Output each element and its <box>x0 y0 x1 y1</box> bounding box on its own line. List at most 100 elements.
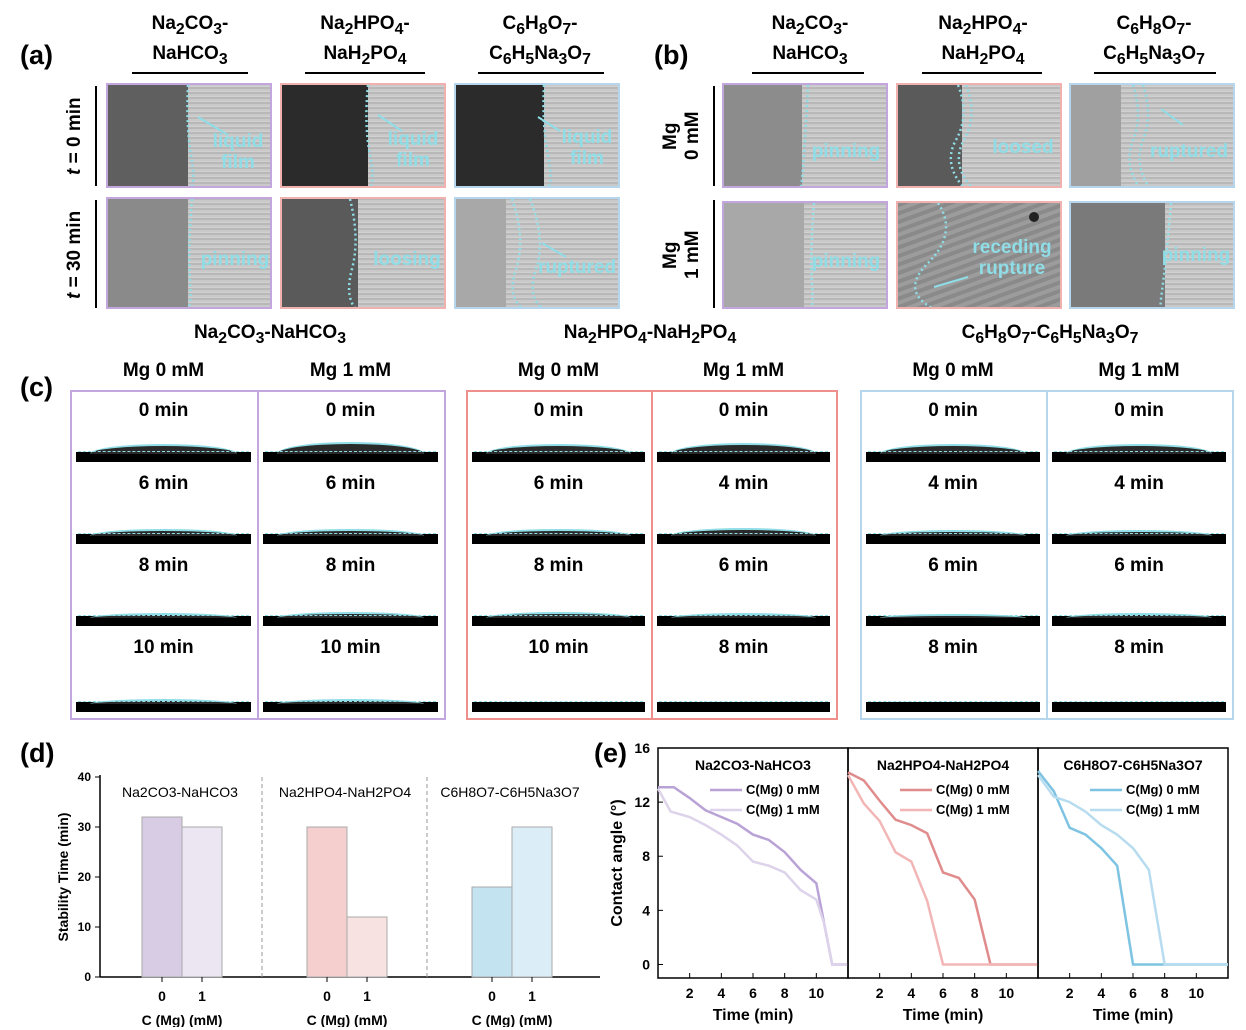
group-label: Na2HPO4-NaH2PO4 <box>279 784 411 800</box>
micrograph-label: loosing <box>373 249 441 270</box>
panel-c-group-title-3: C6H8O7-C6H5Na3O7 <box>961 322 1139 347</box>
baseline <box>1054 533 1224 534</box>
time-label: 0 min <box>325 400 376 421</box>
x-axis-label: C (Mg) (mM) <box>307 1012 388 1027</box>
substrate <box>263 702 438 712</box>
baseline <box>659 615 828 616</box>
baseline <box>265 533 436 534</box>
x-tick-label: 1 <box>363 988 371 1004</box>
baseline <box>265 701 436 702</box>
micrograph: liquid film <box>106 83 272 188</box>
y-tick-label: 4 <box>642 902 650 918</box>
legend-label: C(Mg) 0 mM <box>1126 782 1200 797</box>
time-label: 0 min <box>718 400 769 421</box>
y-tick-label: 20 <box>78 870 92 884</box>
divider <box>132 72 248 74</box>
panel-a-col-header-2: Na2HPO4-NaH2PO4 <box>320 13 410 68</box>
substrate <box>1052 616 1226 626</box>
droplet <box>671 528 816 536</box>
divider <box>95 86 97 186</box>
baseline <box>474 533 643 534</box>
legend-label: C(Mg) 0 mM <box>936 782 1010 797</box>
y-tick-label: 16 <box>634 740 650 756</box>
mg-concentration-label: Mg 1 mM <box>1098 360 1180 381</box>
micrograph-label: ruptured <box>1149 141 1229 162</box>
divider <box>478 72 604 74</box>
substrate <box>263 616 438 626</box>
time-label: 0 min <box>1114 400 1164 421</box>
substrate <box>657 616 830 626</box>
droplet <box>90 444 237 454</box>
micrograph: pinning <box>722 201 888 309</box>
divider <box>713 200 715 308</box>
subplot-title: Na2HPO4-NaH2PO4 <box>877 757 1009 773</box>
x-tick-label: 8 <box>971 985 979 1001</box>
micrograph: pinning <box>722 83 888 188</box>
micrograph-label: receding rupture <box>972 237 1052 279</box>
time-label: 0 min <box>533 400 584 421</box>
x-tick-label: 6 <box>749 985 757 1001</box>
y-tick-label: 30 <box>78 820 92 834</box>
x-axis-label: Time (min) <box>1093 1007 1174 1024</box>
baseline <box>1054 451 1224 452</box>
droplet <box>277 529 424 536</box>
mg-concentration-label: Mg 0 mM <box>912 360 994 381</box>
micrograph-label: liquid film <box>387 129 439 171</box>
divider <box>752 72 864 74</box>
mg-concentration-label: Mg 1 mM <box>702 360 785 381</box>
legend-label: C(Mg) 1 mM <box>746 802 820 817</box>
droplet <box>671 443 816 454</box>
x-tick-label: 8 <box>1161 985 1169 1001</box>
group-label: Na2CO3-NaHCO3 <box>122 784 238 800</box>
x-tick-label: 10 <box>999 985 1015 1001</box>
time-label: 4 min <box>718 473 769 494</box>
panel-a-col-header-1: Na2CO3-NaHCO3 <box>151 13 229 68</box>
x-tick-label: 10 <box>1189 985 1205 1001</box>
divider <box>1046 390 1048 720</box>
y-tick-label: 8 <box>642 848 650 864</box>
baseline <box>265 451 436 452</box>
mg-concentration-label: Mg 0 mM <box>122 360 205 381</box>
substrate <box>1052 452 1226 462</box>
substrate <box>1052 702 1226 712</box>
micrograph: liquid film <box>454 83 620 188</box>
subplot-title: C6H8O7-C6H5Na3O7 <box>1063 757 1202 773</box>
divider <box>257 390 259 720</box>
divider <box>305 72 425 74</box>
time-label: 8 min <box>138 555 189 576</box>
micrograph-label: liquid film <box>561 127 613 169</box>
substrate <box>472 702 645 712</box>
time-label: 6 min <box>928 555 978 576</box>
substrate <box>76 534 251 544</box>
micrograph: liquid film <box>280 83 446 188</box>
baseline <box>78 533 249 534</box>
time-label: 10 min <box>528 637 589 658</box>
micrograph-label: pinning <box>811 251 881 272</box>
divider <box>1094 72 1216 74</box>
y-tick-label: 10 <box>78 920 92 934</box>
x-tick-label: 4 <box>717 985 725 1001</box>
mg-concentration-label: Mg 0 mM <box>517 360 600 381</box>
panel-c-letter: (c) <box>20 372 53 402</box>
baseline <box>265 615 436 616</box>
panel-b-col-header-3: C6H8O7-C6H5Na3O7 <box>1103 13 1205 68</box>
series-line <box>846 774 1038 966</box>
subplot-title: Na2CO3-NaHCO3 <box>695 757 811 773</box>
panel-a-letter: (a) <box>20 40 53 70</box>
panel-a-col-header-3: C6H8O7-C6H5Na3O7 <box>489 13 591 68</box>
substrate <box>472 616 645 626</box>
droplet <box>880 444 1026 454</box>
droplet <box>90 529 237 536</box>
x-tick-label: 8 <box>781 985 789 1001</box>
bar <box>511 826 553 978</box>
panel-c-group-title-2: Na2HPO4-NaH2PO4 <box>563 322 737 347</box>
time-label: 6 min <box>718 555 769 576</box>
divider <box>95 200 97 308</box>
baseline <box>659 533 828 534</box>
series-line <box>1036 774 1228 966</box>
micrograph: pinning <box>106 197 272 309</box>
bar <box>306 826 348 978</box>
baseline <box>474 701 643 702</box>
panel-d-letter: (d) <box>20 738 55 768</box>
x-tick-label: 2 <box>876 985 884 1001</box>
